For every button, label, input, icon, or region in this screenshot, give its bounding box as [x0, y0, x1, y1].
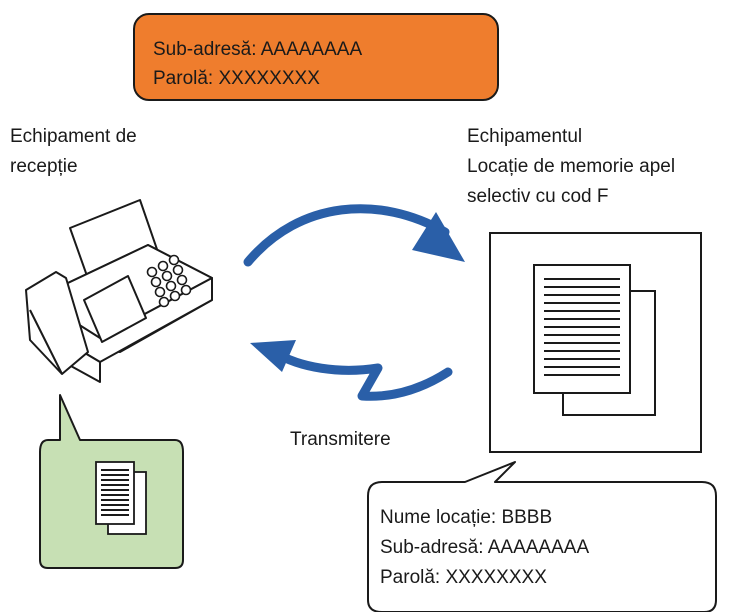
sending-label-line3: selectiv cu cod F: [467, 186, 609, 207]
received-documents-icon: [39, 394, 184, 569]
memory-box-panel: [489, 232, 702, 453]
request-info-box: Sub-adresă: AAAAAAAA Parolă: XXXXXXXX: [133, 13, 499, 101]
transmission-arrow-icon: [250, 340, 453, 401]
memory-subaddress: Sub-adresă: AAAAAAAA: [380, 537, 590, 558]
memory-info-text: Nume locație: BBBB Sub-adresă: AAAAAAAA …: [380, 503, 589, 593]
sending-label-line1: Echipamentul: [467, 126, 583, 147]
receiving-label-line2: recepție: [10, 156, 78, 177]
document-stack-icon: [533, 264, 656, 416]
sending-label-line2: Locație de memorie apel: [467, 156, 676, 177]
receiving-label-line1: Echipament de: [10, 126, 137, 147]
sending-device-label: Echipamentul Locație de memorie apel sel…: [467, 122, 675, 212]
request-password: Parolă: XXXXXXXX: [153, 68, 320, 89]
memory-name: Nume locație: BBBB: [380, 507, 553, 528]
fax-machine-icon: [25, 199, 213, 383]
memory-password: Parolă: XXXXXXXX: [380, 567, 547, 588]
transmission-label: Transmitere: [290, 429, 391, 450]
receiving-device-label: Echipament de recepție: [10, 122, 137, 182]
request-subaddress: Sub-adresă: AAAAAAAA: [153, 39, 363, 60]
request-arrow-icon: [243, 204, 465, 267]
